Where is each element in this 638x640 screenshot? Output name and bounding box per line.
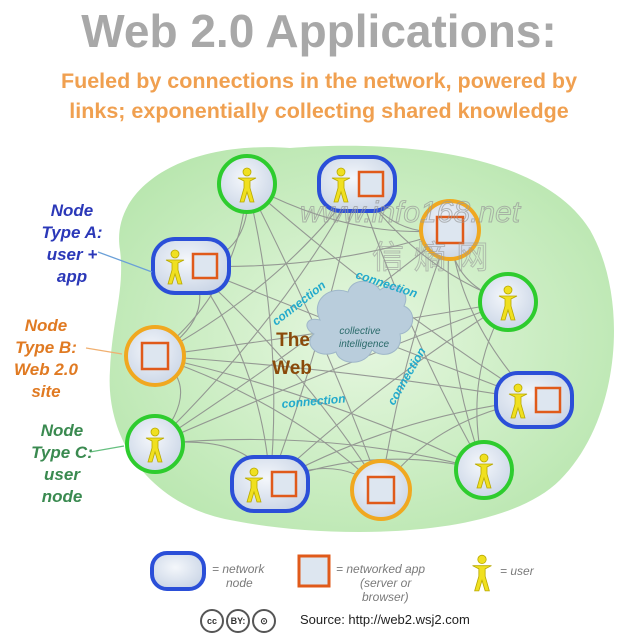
network-node-type-c [478, 272, 538, 332]
watermark-chinese: 信 熵 网 [372, 238, 488, 276]
app-icon [191, 252, 219, 280]
connection-line [246, 183, 275, 485]
legend-app-text: = networked app (server or browser) [336, 562, 426, 604]
watermark: www.info168.net [300, 196, 522, 229]
network-node-type-b [124, 325, 186, 387]
network-node-type-a [151, 237, 231, 295]
by-icon: BY: [226, 609, 250, 633]
legend-network-node-swatch [150, 551, 206, 591]
network-node-type-b [419, 199, 481, 261]
legend-user-swatch [472, 554, 492, 592]
network-node-type-c [217, 154, 277, 214]
side-label-node-type-c: Node Type C: user node [31, 421, 93, 506]
collective-intelligence-cloud [306, 280, 414, 363]
app-icon [270, 470, 298, 498]
connection-line [154, 229, 451, 445]
collective-label-1: collective [339, 326, 381, 337]
connection-label: connection [281, 391, 346, 411]
network-node-type-a [494, 371, 574, 429]
cc-icon: cc [200, 609, 224, 633]
connection-line [154, 438, 485, 471]
connection-line [154, 183, 358, 445]
connection-line [154, 355, 382, 491]
user-icon [474, 453, 494, 489]
app-icon [140, 341, 170, 371]
network-nodes [124, 154, 574, 521]
connection-line [380, 229, 451, 491]
pointer-line-a [97, 251, 153, 273]
connection-line [269, 301, 509, 485]
app-icon [534, 386, 562, 414]
subtitle-line-1: Fueled by connections in the network, po… [60, 69, 578, 93]
legend-network-node-text: = network node [212, 562, 265, 590]
subtitle-line-2: links; exponentially collecting shared k… [69, 99, 569, 123]
user-icon [498, 285, 518, 321]
side-label-node-type-b: Node Type B: Web 2.0 site [14, 316, 78, 401]
network-node-type-a [230, 455, 310, 513]
connection-line [154, 301, 509, 445]
network-node-type-c [454, 440, 514, 500]
the-web-label-1: The [276, 330, 310, 351]
pointer-line-c [89, 445, 125, 453]
network-node-type-b [350, 459, 412, 521]
source-link[interactable]: Source: http://web2.wsj2.com [300, 612, 470, 627]
user-icon [472, 554, 492, 592]
legend-app-swatch [297, 554, 331, 588]
collective-label-2: intelligence [339, 339, 389, 350]
pointer-line-b [85, 347, 123, 355]
user-icon [165, 249, 185, 285]
user-icon [244, 467, 264, 503]
app-icon [357, 170, 385, 198]
app-icon [435, 215, 465, 245]
subtitle: Fueled by connections in the network, po… [0, 66, 638, 126]
connection-line [356, 183, 485, 471]
the-web-label-2: Web [272, 358, 312, 379]
connection-line [190, 265, 382, 491]
legend-user-text: = user [500, 564, 534, 578]
app-icon [366, 475, 396, 505]
side-label-node-type-a: Node Type A: user + app [41, 201, 103, 286]
connection-line [154, 355, 535, 401]
network-node-type-c [125, 414, 185, 474]
user-icon [237, 167, 257, 203]
sa-icon: ⊙ [252, 609, 276, 633]
network-node-type-a [317, 155, 397, 213]
user-icon [331, 167, 351, 203]
page-title: Web 2.0 Applications: [81, 5, 557, 57]
user-icon [145, 427, 165, 463]
user-icon [508, 383, 528, 419]
connection-line [154, 355, 485, 471]
